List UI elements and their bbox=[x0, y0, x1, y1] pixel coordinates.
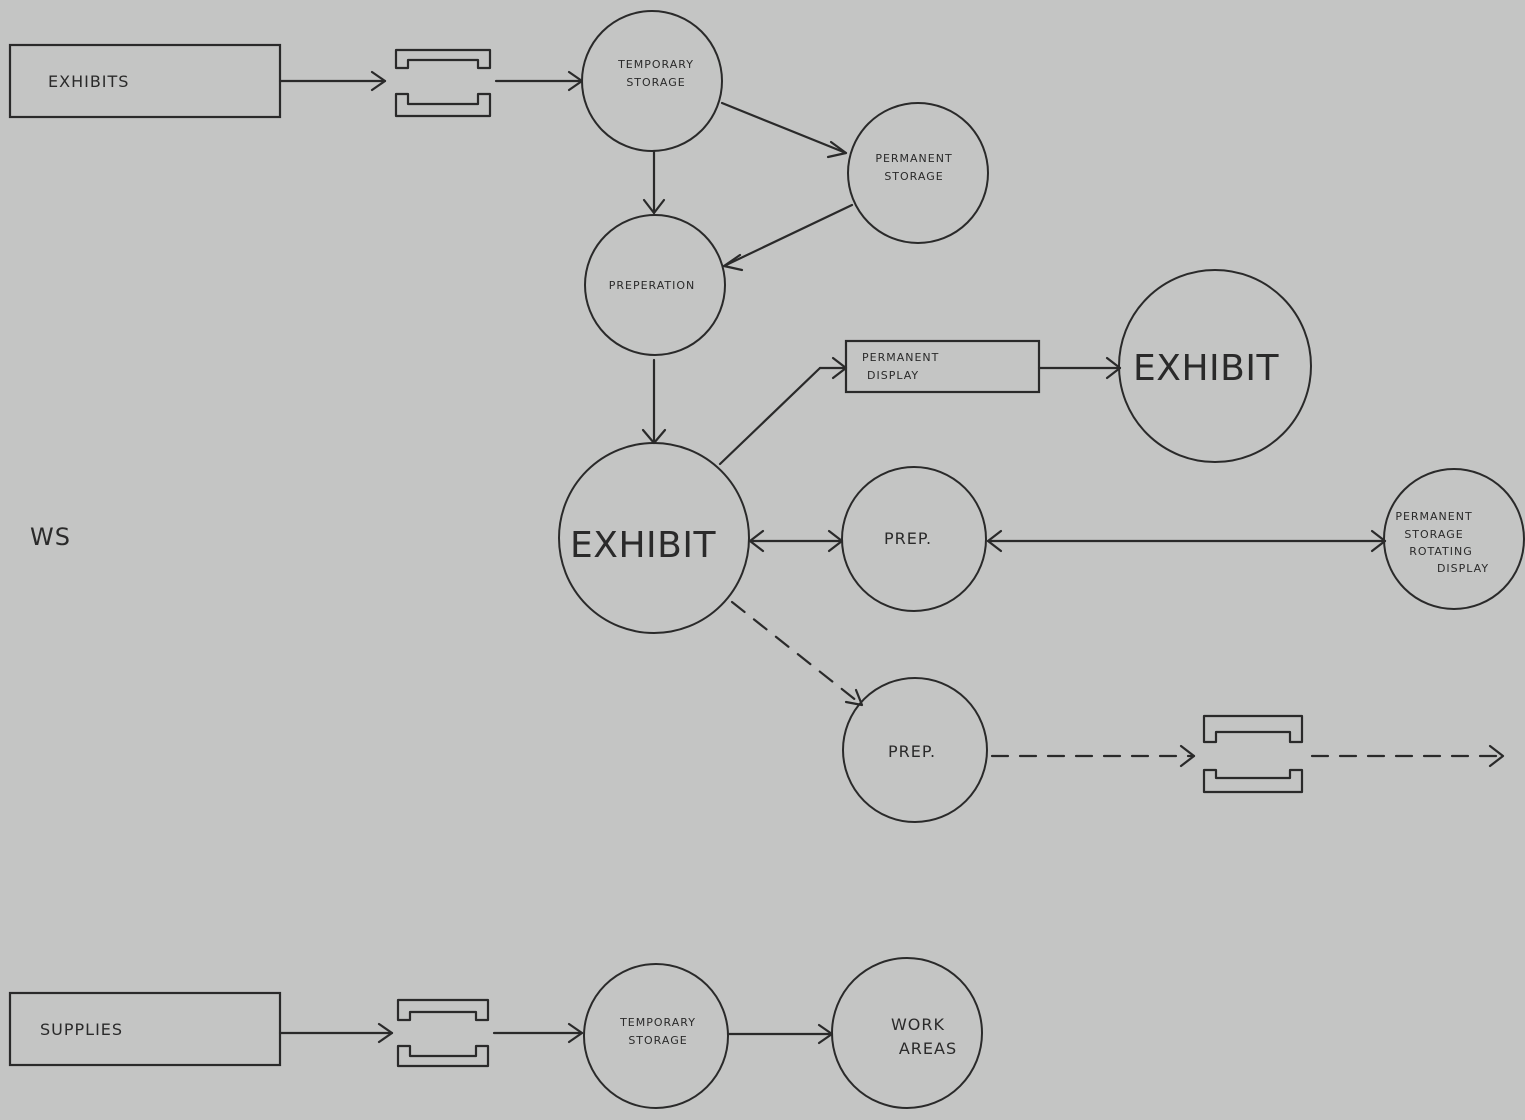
work-areas-node bbox=[831, 957, 983, 1109]
arrowhead bbox=[748, 529, 765, 553]
arrowhead bbox=[377, 1022, 394, 1044]
exhibits-label: EXHIBITS bbox=[48, 72, 129, 91]
rotating-label-3: ROTATING bbox=[1409, 545, 1473, 558]
permanent-storage-label-2: STORAGE bbox=[884, 170, 943, 183]
rotating-label-2: STORAGE bbox=[1404, 528, 1463, 541]
permanent-storage-rotating-node bbox=[1383, 468, 1525, 610]
arrowhead bbox=[844, 688, 864, 707]
exhibit-center-label: EXHIBIT bbox=[570, 525, 716, 566]
loading-dock-icon bbox=[396, 998, 490, 1068]
permanent-storage-label-1: PERMANENT bbox=[875, 152, 952, 165]
temporary-storage-bottom-node bbox=[583, 963, 729, 1109]
arrowhead bbox=[722, 253, 744, 272]
permanent-display-label-2: DISPLAY bbox=[867, 369, 919, 382]
rotating-label-4: DISPLAY bbox=[1437, 562, 1489, 575]
arrow-temp-to-permanent-storage bbox=[720, 101, 848, 155]
rotating-label-1: PERMANENT bbox=[1395, 510, 1472, 523]
temporary-storage-bottom-label-2: STORAGE bbox=[628, 1034, 687, 1047]
prep-lower-label: PREP. bbox=[888, 742, 936, 761]
arrowhead bbox=[826, 140, 848, 159]
temporary-storage-node bbox=[581, 10, 723, 152]
prep-lower-node bbox=[842, 677, 988, 823]
arrowhead bbox=[370, 70, 387, 92]
arrowhead bbox=[986, 529, 1003, 553]
temporary-storage-label-2: STORAGE bbox=[626, 76, 685, 89]
supplies-box bbox=[8, 991, 282, 1067]
side-label: WS bbox=[30, 523, 71, 551]
exhibit-center-node bbox=[558, 442, 750, 634]
temporary-storage-label-1: TEMPORARY bbox=[617, 58, 694, 71]
loading-dock-icon bbox=[394, 48, 492, 118]
arrowhead bbox=[567, 1022, 584, 1044]
supplies-label: SUPPLIES bbox=[40, 1020, 123, 1039]
temporary-storage-bottom-label-1: TEMPORARY bbox=[619, 1016, 696, 1029]
loading-dock-icon bbox=[1202, 714, 1304, 794]
arrow-permanent-storage-to-preperation bbox=[722, 203, 854, 268]
exhibit-right-node bbox=[1118, 269, 1312, 463]
work-areas-label-1: WORK bbox=[891, 1015, 945, 1034]
permanent-display-box bbox=[844, 339, 1041, 394]
work-areas-label-2: AREAS bbox=[899, 1039, 957, 1058]
arrowhead bbox=[1488, 744, 1505, 768]
arrowhead bbox=[642, 198, 666, 215]
preperation-node bbox=[584, 214, 726, 356]
permanent-display-label-1: PERMANENT bbox=[862, 351, 939, 364]
arrow-exhibit-to-permanent-display bbox=[718, 366, 822, 466]
dashed-arrow-exhibit-to-prep bbox=[730, 600, 864, 707]
prep-middle-label: PREP. bbox=[884, 529, 932, 548]
arrowhead bbox=[1179, 744, 1196, 768]
preperation-label: PREPERATION bbox=[609, 279, 696, 292]
prep-middle-node bbox=[841, 466, 987, 612]
exhibit-right-label: EXHIBIT bbox=[1133, 348, 1279, 389]
permanent-storage-node bbox=[847, 102, 989, 244]
